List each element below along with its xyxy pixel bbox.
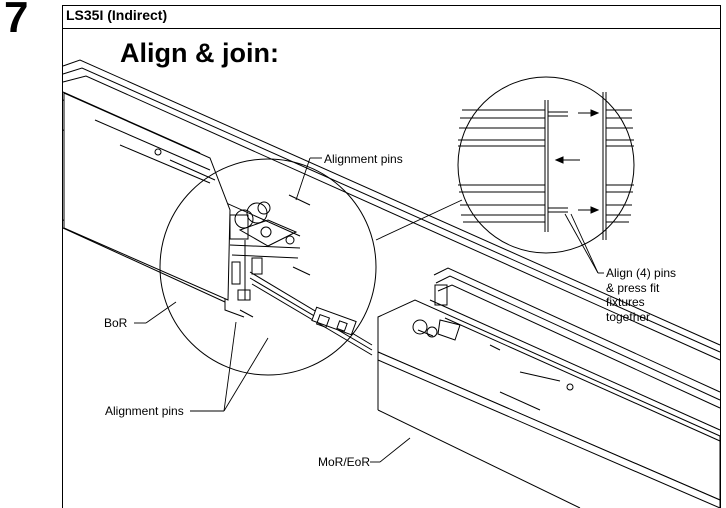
wire-connector — [249, 271, 373, 356]
alignment-pins-label-bottom: Alignment pins — [105, 404, 184, 418]
model-header: LS35I (Indirect) — [66, 7, 168, 23]
align-note-line-2: & press fit — [606, 280, 660, 295]
right-fixture-body — [377, 267, 721, 508]
mor-eor-label: MoR/EoR — [318, 455, 371, 469]
step-number: 7 — [4, 0, 29, 42]
left-fixture-body — [62, 59, 721, 361]
detail-circle-right — [457, 76, 635, 254]
alignment-pins-label-top: Alignment pins — [324, 152, 403, 166]
align-note-line-3: fixtures — [606, 295, 645, 309]
step-title: Align & join: — [120, 38, 279, 68]
align-note: Align (4) pins & press fit fixtures toge… — [606, 266, 716, 324]
bor-label: BoR — [104, 316, 128, 330]
align-note-line-1: Align (4) pins — [606, 266, 677, 280]
detail-circle-left — [159, 158, 377, 376]
leader-lines — [134, 157, 604, 463]
header-bar — [62, 5, 721, 29]
align-note-line-4: together — [606, 309, 651, 324]
